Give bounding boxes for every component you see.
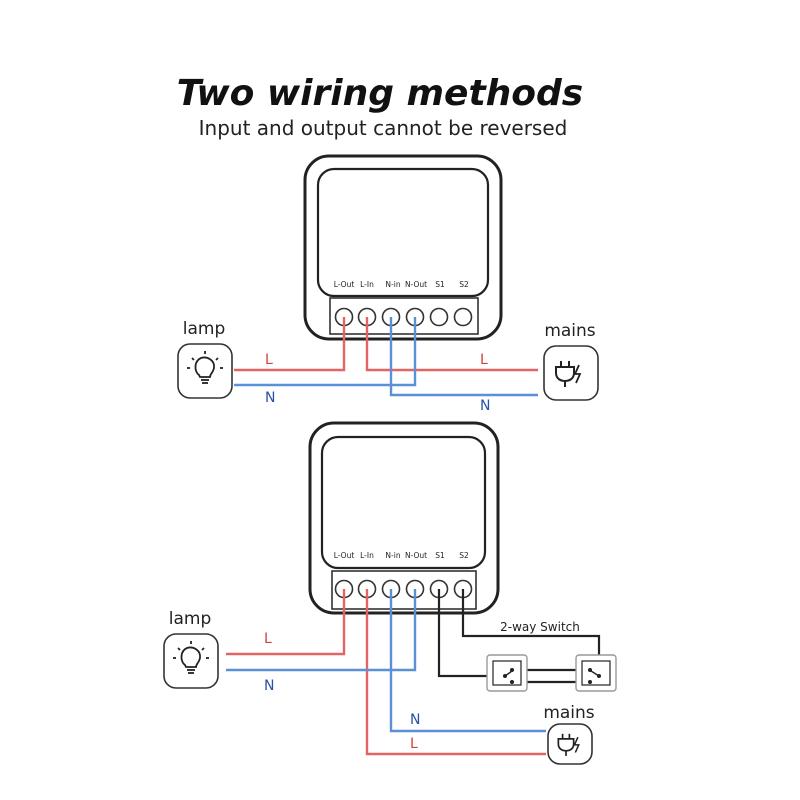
plug-icon (557, 733, 580, 756)
mains-label: mains (543, 703, 594, 723)
terminal-label-s1: S1 (435, 551, 445, 560)
wire-label-n-mains: N (480, 398, 490, 414)
lamp-device (163, 633, 219, 689)
lightbulb-icon (187, 351, 223, 384)
wire-label-l-lamp: L (264, 631, 272, 647)
diagram-2: L-Out L-In N-in N-Out S1 S2 (163, 421, 617, 765)
wire-label-l-lamp: L (265, 352, 273, 368)
terminal-label-s2: S2 (459, 551, 469, 560)
wire-s1-to-switch-a (437, 589, 508, 678)
wire-l-in-to-mains (365, 317, 538, 372)
wire-label-n-lamp: N (265, 390, 275, 406)
page-title: Two wiring methods (177, 73, 583, 114)
wire-l-out-to-lamp (226, 589, 346, 656)
terminal-label-n-in: N-in (385, 551, 400, 560)
terminal-label-l-out: L-Out (334, 280, 355, 289)
mains-device (543, 345, 599, 401)
lamp-label: lamp (169, 609, 212, 629)
terminal-label-n-out: N-Out (405, 280, 427, 289)
diagram-1: L-Out L-In N-in N-Out S1 S2 L N L (177, 154, 599, 414)
wire-n-in-to-mains (389, 317, 538, 397)
two-way-switch-label: 2-way Switch (500, 620, 580, 634)
wire-label-n-mains: N (410, 712, 420, 728)
mains-device (547, 723, 593, 765)
terminal-labels: L-Out L-In N-in N-Out S1 S2 (334, 280, 469, 289)
two-way-switch-b (575, 654, 617, 692)
wire-s2-to-switch-b (461, 589, 601, 670)
wire-label-l-mains: L (480, 352, 488, 368)
terminal-label-n-out: N-Out (405, 551, 427, 560)
wire-n-out-to-lamp (226, 589, 417, 672)
wire-label-l-mains: L (410, 736, 418, 752)
smart-switch-module: L-Out L-In N-in N-Out S1 S2 (308, 421, 500, 615)
page-subtitle: Input and output cannot be reversed (199, 116, 568, 140)
terminal-s1 (429, 307, 449, 327)
two-way-switch-a (486, 654, 528, 692)
wire-n-in-to-mains (389, 589, 546, 733)
wire-l-out-to-lamp (234, 317, 346, 372)
terminal-s2 (453, 307, 473, 327)
terminal-label-l-out: L-Out (334, 551, 355, 560)
lamp-label: lamp (183, 319, 226, 339)
terminal-label-s2: S2 (459, 280, 469, 289)
terminal-label-s1: S1 (435, 280, 445, 289)
lamp-device (177, 343, 233, 399)
wire-l-in-to-mains (365, 589, 546, 756)
lightbulb-icon (173, 641, 209, 674)
wire-n-out-to-lamp (234, 317, 417, 387)
terminal-label-l-in: L-In (360, 280, 374, 289)
wire-label-n-lamp: N (264, 678, 274, 694)
terminal-label-n-in: N-in (385, 280, 400, 289)
mains-label: mains (544, 321, 595, 341)
smart-switch-module: L-Out L-In N-in N-Out S1 S2 (303, 154, 503, 341)
terminal-label-l-in: L-In (360, 551, 374, 560)
terminal-labels: L-Out L-In N-in N-Out S1 S2 (334, 551, 469, 560)
plug-icon (555, 361, 582, 387)
